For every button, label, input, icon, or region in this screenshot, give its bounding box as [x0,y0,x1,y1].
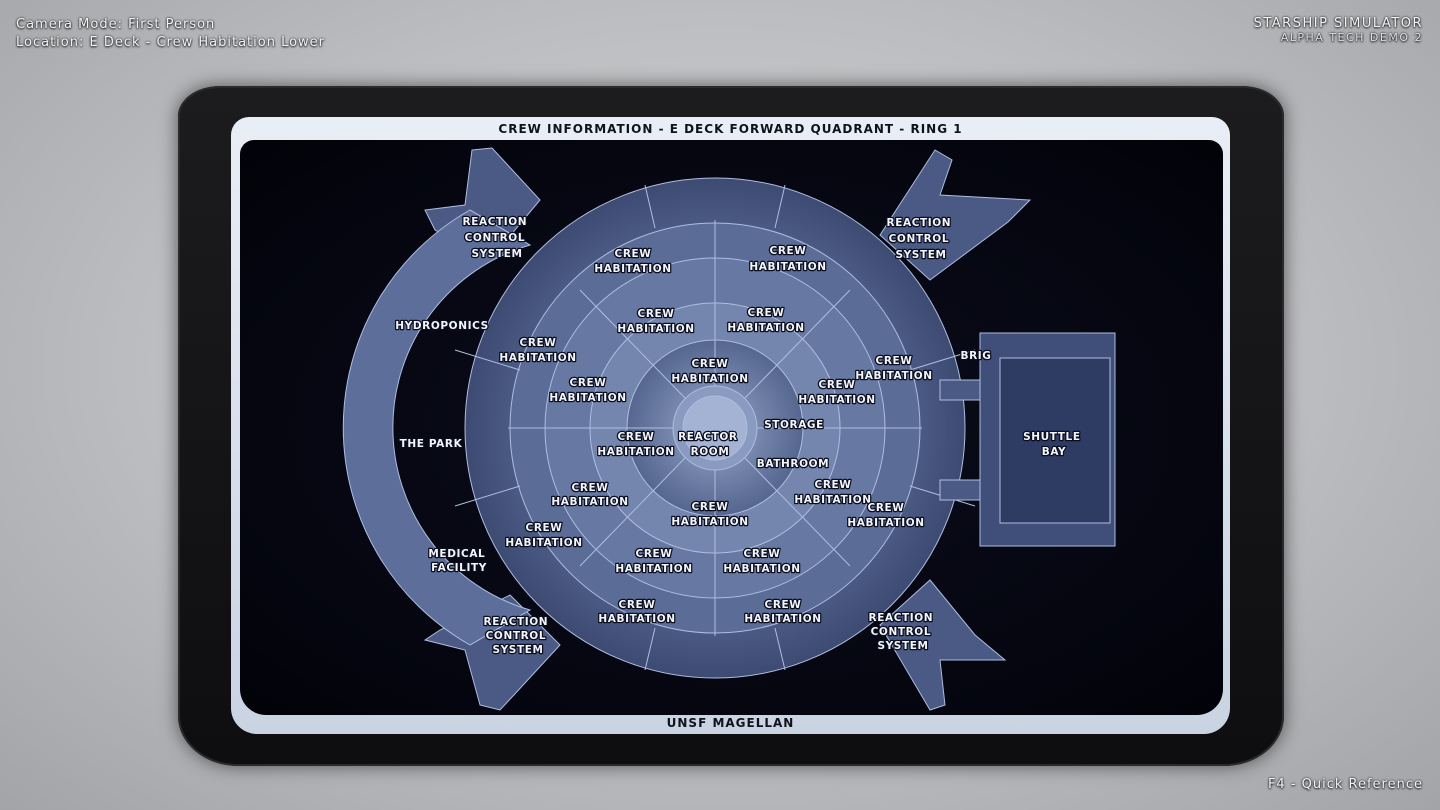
label-medical: MEDICAL FACILITY [428,548,489,574]
display-header: CREW INFORMATION - E DECK FORWARD QUADRA… [498,122,963,136]
reactor-inner [682,395,748,461]
label-rcs-bottom-right: REACTION CONTROL SYSTEM [869,612,938,652]
label-bathroom: BATHROOM [757,458,829,470]
game-branding: STARSHIP SIMULATOR ALPHA TECH DEMO 2 [1254,16,1423,45]
game-subtitle: ALPHA TECH DEMO 2 [1280,31,1423,44]
label-storage: STORAGE [764,419,824,431]
label-brig: BRIG [960,350,991,362]
hud-status: Camera Mode: First Person Location: E De… [16,16,325,52]
label-rcs-top-left: REACTION CONTROL SYSTEM [463,216,532,260]
label-rcs-top-right: REACTION CONTROL SYSTEM [887,217,956,261]
deck-map-screen[interactable]: REACTION CONTROL SYSTEM REACTION CONTROL… [240,140,1223,715]
rcs-pylon-bottom-right [879,579,1007,711]
quick-reference-hint[interactable]: F4 - Quick Reference [1267,777,1423,792]
deck-map: REACTION CONTROL SYSTEM REACTION CONTROL… [342,147,1116,711]
game-title: STARSHIP SIMULATOR [1253,16,1423,31]
label-shuttle-bay: SHUTTLE BAY [1023,431,1085,458]
label-the-park: THE PARK [400,438,463,450]
label-rcs-bottom-left: REACTION CONTROL SYSTEM [484,616,553,656]
display-footer: UNSF MAGELLAN [666,716,795,730]
location-text: Location: E Deck - Crew Habitation Lower [16,35,326,50]
label-hydroponics: HYDROPONICS [395,320,489,332]
map-labels: REACTION CONTROL SYSTEM REACTION CONTROL… [394,215,1085,658]
left-sector [342,209,532,646]
rcs-pylon-top-right [879,149,1032,281]
camera-mode-text: Camera Mode: First Person [16,17,216,32]
label-reactor-room: REACTOR ROOM [678,431,742,458]
shuttle-bay-inner [999,357,1111,524]
